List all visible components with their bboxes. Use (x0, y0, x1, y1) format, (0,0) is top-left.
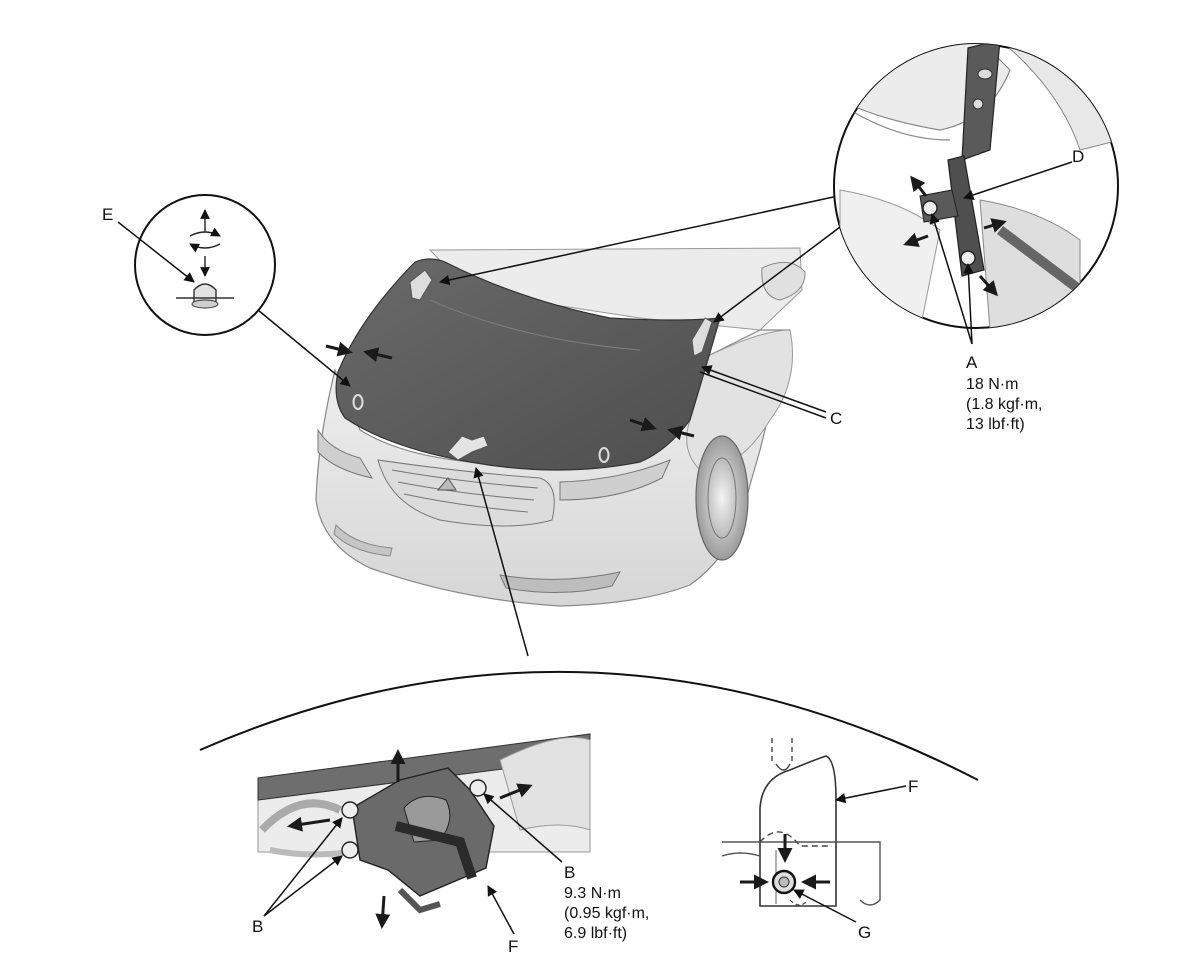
latch-bolt-left-upper (341, 801, 359, 819)
fog-area-left (333, 523, 393, 557)
hood-panel (335, 258, 721, 471)
hinge-bolt-lower (960, 250, 976, 266)
car-front-view (315, 247, 806, 607)
right-fender (686, 329, 793, 471)
torque-a-line1: 18 N·m (966, 376, 1018, 393)
label-g: G (858, 923, 871, 942)
torque-b-line1: 9.3 N·m (564, 885, 621, 902)
right-headlight (559, 459, 671, 501)
left-headlight (317, 428, 374, 479)
label-e: E (102, 205, 113, 224)
label-c: C (830, 409, 842, 428)
label-f-plate: F (908, 777, 918, 796)
side-mirror (761, 261, 806, 301)
hinge-bolt-upper (922, 200, 938, 216)
hood-gap-arrows-left (325, 341, 393, 363)
hood-bumper-right (598, 447, 610, 463)
leader-hinge-left (438, 195, 839, 286)
hood-gap-arrows-right (629, 417, 695, 441)
detail-arc (199, 670, 979, 781)
hinge-bracket (947, 155, 985, 277)
label-f-latch: F (508, 937, 518, 956)
torque-b-line3: 6.9 lbf·ft) (564, 925, 627, 942)
hood-hinge-right-mark (691, 317, 713, 357)
emblem (436, 477, 457, 491)
torque-b-line2: (0.95 kgf·m, (564, 905, 649, 922)
latch-bolt-right (469, 779, 487, 797)
hood-latch-detail (257, 733, 591, 929)
striker-alignment-detail (721, 738, 881, 907)
lower-grille (499, 571, 621, 594)
leader-bumper (257, 309, 351, 387)
front-wheel (695, 435, 749, 561)
hood-bumper-left (352, 394, 364, 410)
label-a: A (966, 353, 978, 372)
leader-hinge-right (713, 223, 845, 323)
torque-a-line3: 13 lbf·ft) (966, 416, 1025, 433)
label-d: D (1072, 147, 1084, 166)
hood-hinge-left-mark (409, 269, 433, 301)
callout-hood-bumper (134, 194, 276, 336)
leader-latch (473, 466, 529, 657)
label-b-right: B (564, 863, 575, 882)
callout-hood-hinge (833, 43, 1119, 329)
latch-bolt-left-lower (341, 841, 359, 859)
latch-plate-outline (759, 755, 837, 907)
torque-a-line2: (1.8 kgf·m, (966, 396, 1042, 413)
label-b-left: B (252, 917, 263, 936)
hood-striker-mark (447, 435, 489, 461)
hood-bumper-icon (193, 283, 217, 305)
